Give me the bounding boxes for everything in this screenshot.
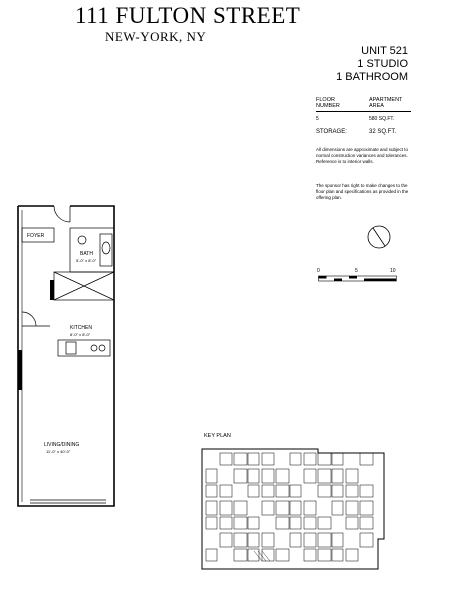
- key-plan-unit: [205, 468, 218, 484]
- key-plan-unit: [303, 516, 317, 530]
- unit-bathrooms: 1 BATHROOM: [336, 71, 408, 83]
- living-dining-dimensions: 11'-0" x 40'-0": [46, 449, 71, 454]
- key-plan-unit: [247, 516, 260, 530]
- key-plan-unit: [247, 484, 260, 498]
- key-plan-unit: [261, 484, 275, 498]
- key-plan-unit: [219, 532, 233, 548]
- building-location: NEW-YORK, NY: [105, 29, 207, 44]
- key-plan-unit: [233, 452, 248, 466]
- key-plan-unit: [317, 452, 332, 466]
- key-plan-unit: [359, 500, 374, 516]
- key-plan-unit: [261, 468, 275, 484]
- key-plan-unit: [289, 484, 302, 498]
- scale-five: 5: [355, 268, 358, 274]
- storage-value: 32 SQ.FT.: [369, 129, 397, 135]
- living-dining-label: LIVING/DINING: [44, 442, 80, 448]
- apartment-area-value: 580 SQ.FT.: [369, 116, 395, 122]
- key-plan-unit: [205, 500, 218, 516]
- key-plan-unit: [247, 548, 260, 562]
- key-plan-unit: [247, 452, 260, 466]
- key-plan-unit: [345, 548, 359, 562]
- key-plan-unit: [233, 548, 248, 562]
- key-plan-unit: [317, 548, 332, 562]
- key-plan-unit: [233, 516, 248, 530]
- key-plan-unit: [331, 484, 344, 498]
- unit-floor-plan: [17, 205, 115, 507]
- scale-bar: [318, 275, 397, 282]
- key-plan-unit: [233, 532, 248, 548]
- key-plan-label: KEY PLAN: [204, 433, 231, 439]
- sponsor-note: The sponsor has right to make changes to…: [316, 183, 409, 200]
- key-plan-unit: [289, 452, 302, 466]
- key-plan-unit: [317, 468, 332, 484]
- dimension-note: All dimensions are approximate and subje…: [316, 147, 409, 164]
- key-plan-unit: [359, 484, 374, 498]
- key-plan-unit: [303, 500, 317, 516]
- key-plan-unit: [331, 452, 344, 466]
- key-plan-unit: [359, 516, 374, 530]
- key-plan-unit: [317, 532, 332, 548]
- key-plan-unit: [289, 500, 302, 516]
- key-plan-unit: [317, 484, 332, 498]
- key-plan-unit: [205, 548, 218, 562]
- key-plan-unit: [275, 484, 290, 498]
- scale-zero: 0: [317, 268, 320, 274]
- key-plan-unit: [331, 548, 344, 562]
- key-plan-unit: [289, 516, 302, 530]
- kitchen-label: KITCHEN: [70, 325, 92, 331]
- building-name: 111 FULTON STREET: [75, 3, 301, 28]
- unit-type: 1 STUDIO: [357, 58, 408, 70]
- key-plan-unit: [331, 468, 344, 484]
- key-plan-unit: [359, 452, 374, 466]
- floor-number-header: FLOOR NUMBER: [316, 97, 340, 109]
- storage-label: STORAGE:: [316, 129, 347, 135]
- key-plan-unit: [303, 452, 317, 466]
- key-plan-unit: [345, 516, 359, 530]
- key-plan-unit: [261, 532, 275, 548]
- key-plan-unit: [331, 500, 344, 516]
- key-plan-unit: [275, 500, 290, 516]
- kitchen-dimensions: 8'-0" x 8'-0": [70, 332, 91, 337]
- key-plan-unit: [303, 548, 317, 562]
- key-plan-unit: [345, 484, 359, 498]
- key-plan-unit: [233, 500, 248, 516]
- bath-dimensions: 5'-0" x 8'-0": [76, 258, 97, 263]
- key-plan-unit: [219, 516, 233, 530]
- key-plan-unit: [205, 484, 218, 498]
- foyer-label: FOYER: [27, 233, 45, 239]
- key-plan-unit: [261, 548, 275, 562]
- key-plan-drawing: [201, 448, 385, 570]
- key-plan-unit: [275, 548, 290, 562]
- key-plan-unit: [289, 532, 302, 548]
- key-plan-unit: [205, 516, 218, 530]
- north-arrow-icon: [367, 225, 391, 249]
- floor-number-value: 5: [316, 116, 319, 122]
- key-plan-unit: [247, 468, 260, 484]
- key-plan-unit: [303, 468, 317, 484]
- key-plan-unit: [247, 532, 260, 548]
- key-plan-unit: [219, 452, 233, 466]
- scale-ten: 10: [390, 268, 396, 274]
- key-plan-unit: [275, 468, 290, 484]
- key-plan-unit: [345, 500, 359, 516]
- key-plan-unit: [303, 532, 317, 548]
- spec-divider: [316, 111, 411, 112]
- key-plan-unit: [345, 468, 359, 484]
- key-plan-unit: [219, 500, 233, 516]
- key-plan-unit: [317, 516, 332, 530]
- apartment-area-header: APARTMENT AREA: [369, 97, 403, 109]
- key-plan-unit: [275, 516, 290, 530]
- bath-label: BATH: [80, 251, 93, 257]
- unit-number: UNIT 521: [361, 45, 408, 57]
- key-plan-unit: [359, 532, 374, 548]
- key-plan-unit: [233, 468, 248, 484]
- key-plan-unit: [219, 484, 233, 498]
- key-plan-unit: [261, 452, 275, 466]
- key-plan-unit: [261, 500, 275, 516]
- key-plan-unit: [331, 532, 344, 548]
